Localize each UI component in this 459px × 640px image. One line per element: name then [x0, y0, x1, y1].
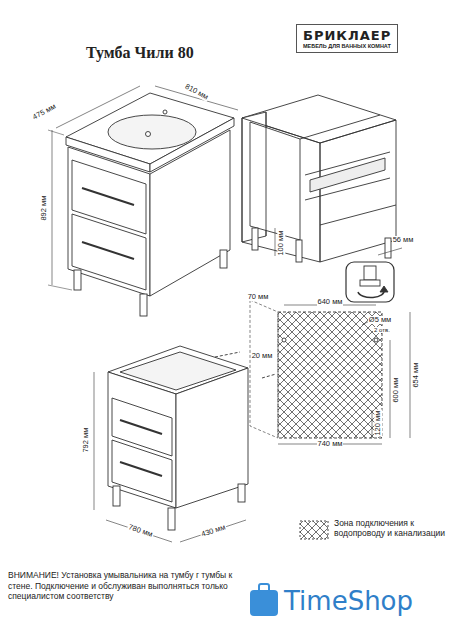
dimension-label: 780 мм	[126, 523, 154, 539]
warning-note: ВНИМАНИЕ! Установка умывальника на тумбу…	[8, 570, 240, 602]
dimension-label: 600 мм	[392, 377, 400, 404]
dimension-label: 2 отв.	[373, 327, 391, 334]
dimension-label: 120 мм	[374, 410, 382, 437]
dimension-label: 475 мм	[30, 102, 58, 122]
dimension-label: 640 мм	[317, 298, 344, 306]
dimension-label: Ø5 мм	[368, 316, 392, 324]
hatch-swatch	[300, 521, 328, 539]
dimension-label: 430 мм	[199, 523, 227, 539]
dimension-label: 70 мм	[247, 293, 270, 301]
dimension-label: 892 мм	[40, 195, 48, 222]
watermark: TimeShop	[284, 586, 413, 616]
dimension-label: 810 мм	[182, 82, 210, 102]
dimension-label: 654 мм	[412, 362, 420, 389]
title: Тумба Чили 80	[86, 44, 194, 62]
brand-tagline: МЕБЕЛЬ ДЛЯ ВАННЫХ КОМНАТ	[303, 43, 391, 49]
brand-box: БРИКЛАЕРМЕБЕЛЬ ДЛЯ ВАННЫХ КОМНАТ	[296, 24, 398, 53]
brand-name: БРИКЛАЕР	[303, 28, 391, 43]
dimension-label: 740 мм	[317, 440, 344, 448]
dimension-label: 56 мм	[392, 236, 415, 244]
dimension-label: 100 мм	[277, 230, 285, 257]
dimension-label: 792 мм	[82, 427, 90, 454]
dimension-label: 20 мм	[251, 352, 274, 360]
legend-text: Зона подключения к водопроводу и канализ…	[334, 518, 452, 538]
